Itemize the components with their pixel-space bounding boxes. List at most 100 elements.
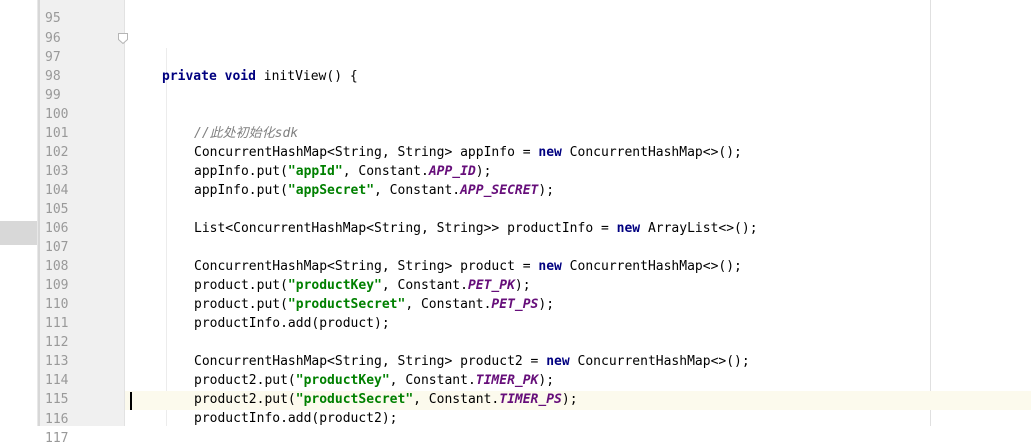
code-text: private void initView() { — [162, 67, 358, 86]
code-fragment: product2.put( — [194, 392, 296, 407]
code-text: productInfo.add(product); — [194, 316, 390, 331]
code-line[interactable]: 98 — [0, 48, 1031, 84]
code-line[interactable]: 100 //此处初始化sdk — [0, 86, 1031, 141]
line-number: 113 — [45, 354, 69, 369]
code-fragment: ArrayList<>(); — [640, 221, 758, 236]
code-fragment: initView() { — [255, 69, 358, 84]
code-fragment: , Constant. — [374, 183, 461, 198]
constant: PET_PS — [491, 297, 539, 312]
code-line[interactable]: 106 — [0, 200, 1031, 236]
code-line[interactable]: 99 — [0, 67, 1031, 103]
line-number: 110 — [45, 297, 69, 312]
code-text: product.put("productKey", Constant.PET_P… — [194, 276, 531, 295]
code-fragment: appInfo.put( — [194, 183, 288, 198]
constant: APP_SECRET — [460, 183, 539, 198]
gutter-edge — [38, 0, 40, 426]
code-fragment: ConcurrentHashMap<String, String> appInf… — [194, 145, 539, 160]
code-line[interactable]: 114 product2.put("productSecret", Consta… — [0, 352, 1031, 407]
line-number: 109 — [45, 278, 69, 293]
code-line[interactable]: 107 ConcurrentHashMap<String, String> pr… — [0, 219, 1031, 274]
code-line[interactable]: 111 — [0, 295, 1031, 331]
keyword: private — [162, 69, 217, 84]
line-number: 95 — [45, 11, 61, 26]
string-literal: "productKey" — [295, 373, 390, 388]
string-literal: "appSecret" — [287, 183, 375, 198]
code-line[interactable]: 115 productInfo.add(product2); — [0, 371, 1031, 426]
code-line[interactable]: 105 List<ConcurrentHashMap<String, Strin… — [0, 181, 1031, 236]
code-fragment: ConcurrentHashMap<String, String> produc… — [194, 259, 539, 274]
code-text: appInfo.put("appId", Constant.APP_ID); — [194, 162, 491, 181]
line-number: 107 — [45, 240, 69, 255]
keyword: new — [538, 259, 562, 274]
code-fragment: product.put( — [194, 297, 288, 312]
code-fragment: , Constant. — [413, 392, 500, 407]
line-number: 105 — [45, 202, 69, 217]
string-literal: "appId" — [287, 164, 343, 179]
indent-guide — [166, 48, 167, 426]
line-number: 116 — [45, 412, 69, 427]
code-line[interactable]: 102 appInfo.put("appId", Constant.APP_ID… — [0, 124, 1031, 179]
constant: TIMER_PS — [499, 392, 562, 407]
code-line[interactable]: 109 product.put("productSecret", Constan… — [0, 257, 1031, 312]
code-line[interactable]: 104 — [0, 162, 1031, 198]
code-fragment: , Constant. — [405, 297, 492, 312]
line-number-gutter[interactable] — [38, 0, 125, 426]
code-text: product2.put("productKey", Constant.TIME… — [194, 371, 554, 390]
line-number: 103 — [45, 164, 69, 179]
code-text: appInfo.put("appSecret", Constant.APP_SE… — [194, 181, 554, 200]
code-line[interactable]: 108 product.put("productKey", Constant.P… — [0, 238, 1031, 293]
code-fragment: ); — [538, 183, 555, 198]
code-line[interactable]: 97 private void initView() { — [0, 29, 1031, 84]
code-line[interactable]: 95 — [0, 0, 1031, 26]
line-number: 96 — [45, 31, 61, 46]
code-text: List<ConcurrentHashMap<String, String>> … — [194, 219, 758, 238]
code-line[interactable]: 96 — [0, 10, 1031, 46]
code-fragment: ConcurrentHashMap<>(); — [561, 145, 742, 160]
line-number: 104 — [45, 183, 69, 198]
keyword: new — [616, 221, 641, 236]
code-fragment: ConcurrentHashMap<>(); — [569, 354, 750, 369]
code-text: product2.put("productSecret", Constant.T… — [194, 390, 578, 409]
keyword: new — [546, 354, 570, 369]
code-fragment: ); — [475, 164, 492, 179]
line-number: 101 — [45, 126, 69, 141]
code-text: productInfo.add(product2); — [194, 411, 398, 426]
line-number: 115 — [45, 392, 69, 407]
code-comment: //此处初始化sdk — [194, 126, 299, 141]
line-number: 114 — [45, 373, 69, 388]
line-number: 108 — [45, 259, 69, 274]
line-number: 112 — [45, 335, 69, 350]
line-number: 100 — [45, 107, 69, 122]
code-fragment: ); — [538, 297, 555, 312]
fold-icon[interactable] — [118, 33, 128, 44]
code-text: ConcurrentHashMap<String, String> appInf… — [194, 143, 742, 162]
code-line-current[interactable]: 116 — [0, 391, 1031, 427]
code-line[interactable]: 113 product2.put("productKey", Constant.… — [0, 333, 1031, 388]
constant: PET_PK — [467, 278, 515, 293]
tool-window-strip — [0, 0, 38, 426]
code-line[interactable]: 110 productInfo.add(product); — [0, 276, 1031, 331]
line-number: 117 — [45, 431, 69, 446]
code-line[interactable]: 101 ConcurrentHashMap<String, String> ap… — [0, 105, 1031, 160]
code-fragment: appInfo.put( — [194, 164, 288, 179]
tool-window-highlight[interactable] — [0, 221, 37, 245]
code-fragment: ); — [538, 373, 555, 388]
code-line[interactable]: 103 appInfo.put("appSecret", Constant.AP… — [0, 143, 1031, 198]
line-number: 98 — [45, 69, 61, 84]
line-number: 99 — [45, 88, 61, 103]
code-text: product.put("productSecret", Constant.PE… — [194, 295, 554, 314]
text-caret — [130, 392, 132, 410]
code-text: ConcurrentHashMap<String, String> produc… — [194, 352, 750, 371]
code-line[interactable]: 117 — [0, 410, 1031, 446]
code-line[interactable]: 112 ConcurrentHashMap<String, String> pr… — [0, 314, 1031, 369]
code-fragment: , Constant. — [381, 278, 468, 293]
code-fragment: ); — [561, 392, 578, 407]
code-fragment: ConcurrentHashMap<>(); — [561, 259, 742, 274]
code-fragment: product2.put( — [194, 373, 296, 388]
code-fragment: , Constant. — [389, 373, 476, 388]
code-fragment: product.put( — [194, 278, 288, 293]
keyword: new — [538, 145, 562, 160]
line-number: 102 — [45, 145, 69, 160]
line-number: 106 — [45, 221, 69, 236]
line-number: 97 — [45, 50, 61, 65]
